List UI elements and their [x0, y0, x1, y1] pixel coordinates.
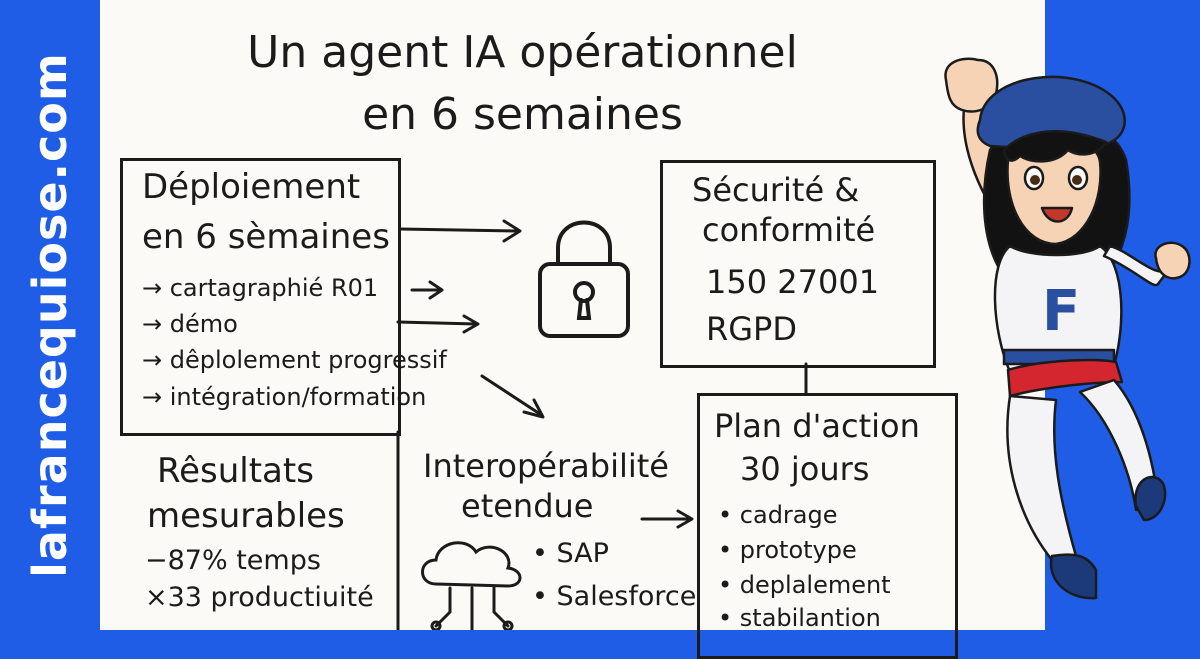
mascot-leg [1006, 394, 1078, 562]
shirt-letter: F [1042, 279, 1080, 344]
arrow-line [398, 227, 520, 233]
deploy-heading-2: en 6 sèmaines [142, 217, 390, 257]
deploy-box [120, 158, 401, 436]
security-item: RGPD [706, 310, 797, 348]
plan-heading-1: Plan d'action [714, 407, 920, 445]
plan-item: • stabilantion [718, 604, 881, 632]
arrow-head [428, 280, 444, 300]
results-item: ×33 productiuité [145, 582, 374, 613]
mascot-mouth [1040, 206, 1074, 223]
arrow-line [480, 374, 542, 416]
results-heading-2: mesurables [147, 496, 345, 536]
interop-item: • Salesforce [532, 581, 697, 612]
left-banner: lafrancequiose.com [0, 0, 100, 630]
beret-icon [976, 75, 1126, 150]
security-heading-1: Sécurité & [692, 171, 860, 209]
mascot-illustration: F [944, 57, 1191, 600]
belt-red [1006, 358, 1124, 398]
cloud-network-icon [421, 541, 522, 630]
plan-item: • cadrage [718, 501, 838, 529]
plan-item: • prototype [718, 536, 857, 564]
deploy-item: → cartagraphié R01 [142, 274, 379, 302]
arrow-head [462, 314, 480, 334]
arrow-head [502, 219, 522, 243]
plan-item: • deplalement [718, 571, 891, 599]
diagram-lines [396, 219, 808, 630]
page-title-line2: en 6 semaines [362, 89, 683, 140]
fist-icon [1154, 241, 1191, 280]
interop-heading-1: Interopérabilité [423, 447, 669, 485]
lock-icon [538, 220, 630, 338]
page-title-line1: Un agent IA opérationnel [247, 27, 798, 78]
arrow-line [396, 320, 478, 326]
deploy-heading-1: Déploiement [142, 167, 361, 207]
boot-icon [1134, 475, 1167, 522]
results-item: −87% temps [145, 545, 321, 576]
deploy-item: → dêplolement progressif [142, 346, 447, 374]
results-heading-1: Rêsultats [157, 451, 314, 491]
deploy-item: → intégration/formation [142, 383, 427, 411]
site-name: lafrancequiose.com [23, 52, 77, 578]
boot-icon [1049, 553, 1098, 600]
interop-item: • SAP [532, 538, 609, 569]
mascot-torso [993, 244, 1123, 374]
security-item: 150 27001 [706, 263, 880, 301]
deploy-item: → démo [142, 310, 238, 338]
security-box [660, 160, 936, 368]
whiteboard: Un agent IA opérationnel en 6 semaines D… [100, 0, 1045, 659]
security-heading-2: conformité [702, 211, 876, 249]
arrow-head [676, 509, 694, 529]
arrow-head [522, 398, 545, 419]
interop-heading-2: etendue [461, 487, 594, 525]
plan-heading-2: 30 jours [740, 450, 870, 488]
